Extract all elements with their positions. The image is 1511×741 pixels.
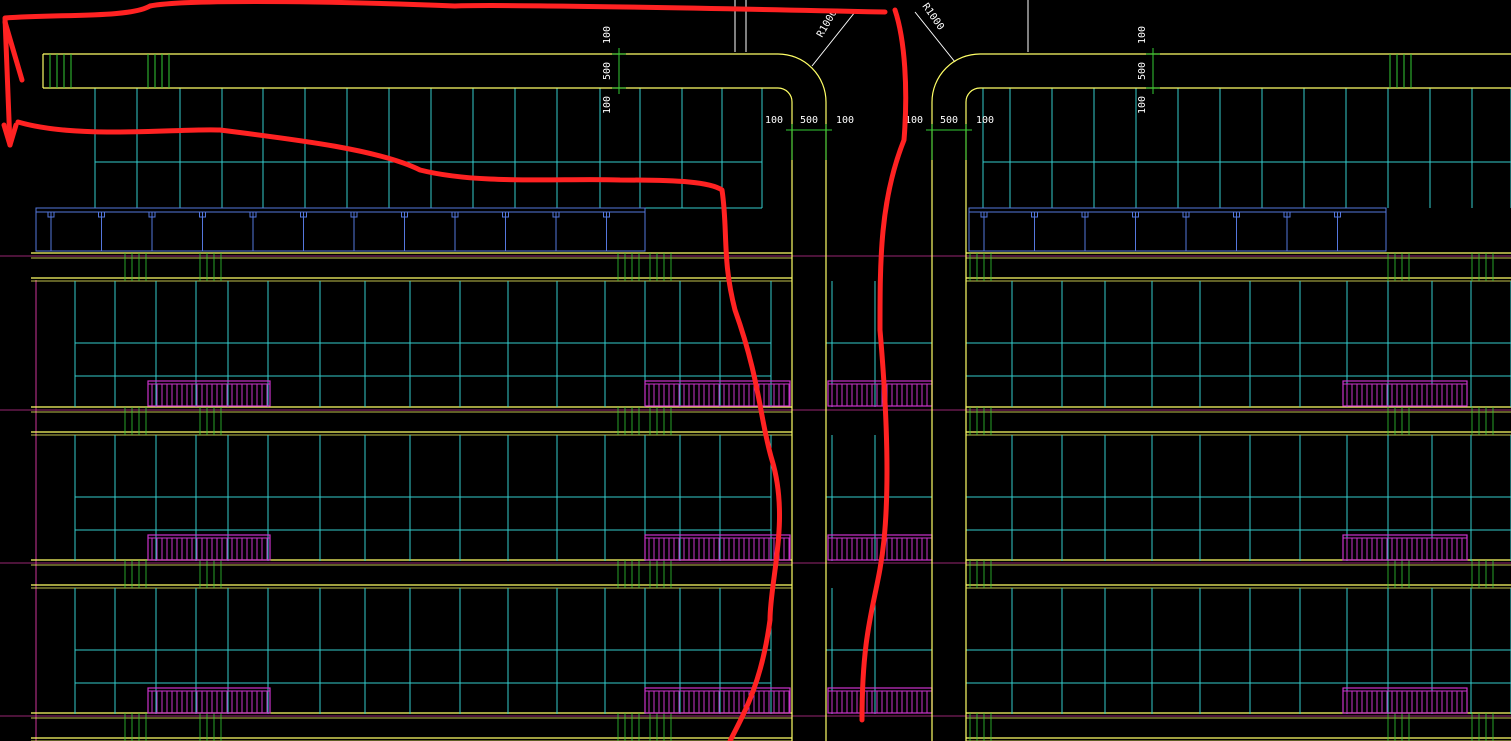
canopy-bracket xyxy=(1031,211,1038,218)
canopy-bracket xyxy=(249,211,257,218)
markup-route-right xyxy=(859,7,909,723)
canopy-bracket xyxy=(603,211,610,218)
dim-mid-right-3: 100 xyxy=(976,115,994,126)
dim-top-right-2: 500 xyxy=(1137,62,1148,80)
balcony-railing xyxy=(644,534,791,561)
canopy-bracket xyxy=(1132,211,1139,218)
dim-top-left-2: 500 xyxy=(602,62,613,80)
dim-mid-left-1: 100 xyxy=(765,115,783,126)
radius-leaders xyxy=(811,11,956,67)
canopy-bracket xyxy=(1081,211,1089,218)
canopy-bracket xyxy=(502,211,509,218)
canopy-bracket xyxy=(552,211,560,218)
canopy-bracket xyxy=(1182,211,1190,218)
canopy-bracket xyxy=(300,211,307,218)
balcony-railing xyxy=(147,534,271,561)
road-edge-right-outer xyxy=(931,53,1511,741)
canopy-bracket xyxy=(1233,211,1240,218)
dim-mid-right-2: 500 xyxy=(940,115,958,126)
road-edge-right-inner xyxy=(965,87,1511,741)
balcony-railing xyxy=(644,380,791,407)
balcony-railing xyxy=(147,380,271,407)
dim-top-right-1: 100 xyxy=(1137,26,1148,44)
balcony-railing xyxy=(644,687,791,714)
dim-mid-left-3: 100 xyxy=(836,115,854,126)
canopy-frame xyxy=(35,207,646,252)
dim-mid-right-1: 100 xyxy=(905,115,923,126)
dim-top-right-3: 100 xyxy=(1137,96,1148,114)
markup-arrow-left xyxy=(1,19,25,148)
canopy-bracket xyxy=(1283,211,1291,218)
canopy-bracket xyxy=(401,211,408,218)
markup-route-lower xyxy=(15,119,783,741)
canopy-bracket xyxy=(350,211,358,218)
canopy-frame xyxy=(968,207,1387,252)
dimension-marks xyxy=(49,48,1412,160)
canopy-bracket xyxy=(98,211,105,218)
canopy-bracket xyxy=(980,211,988,218)
balcony-railing xyxy=(1342,534,1468,561)
canopy-bracket xyxy=(199,211,206,218)
balcony-railing xyxy=(1342,687,1468,714)
canopy-bracket xyxy=(1334,211,1341,218)
dim-top-left-3: 100 xyxy=(602,96,613,114)
floor-stack xyxy=(0,252,1511,741)
dim-top-left-1: 100 xyxy=(602,26,613,44)
road-edge-left-outer xyxy=(43,53,827,741)
canopy-bracket xyxy=(47,211,55,218)
balcony-railing xyxy=(147,687,271,714)
dim-mid-left-2: 500 xyxy=(800,115,818,126)
balcony-railing xyxy=(1342,380,1468,407)
canopy-band xyxy=(35,207,1387,252)
red-markup-annotations xyxy=(1,0,909,741)
markup-route-left xyxy=(2,0,888,148)
road-edges xyxy=(42,53,1511,741)
road-edge-left-inner xyxy=(43,87,793,741)
canopy-bracket xyxy=(451,211,459,218)
canopy-bracket xyxy=(148,211,156,218)
